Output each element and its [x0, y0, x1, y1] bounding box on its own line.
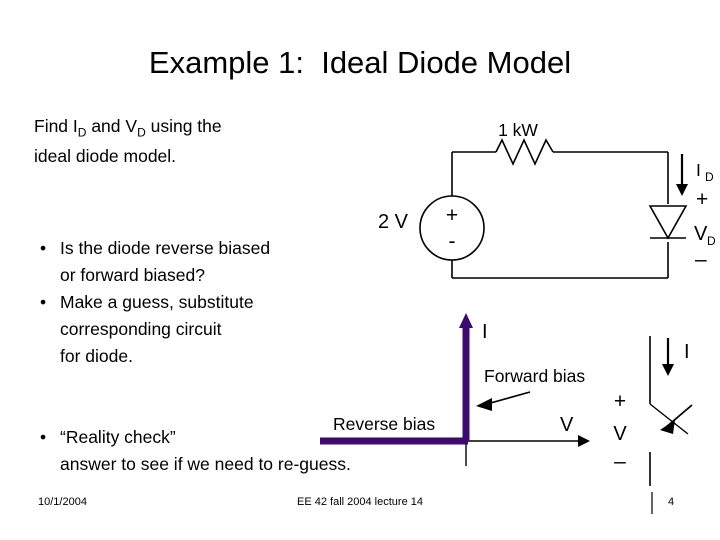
source-plus-label: +: [446, 204, 458, 227]
list-item-line: Is the diode reverse biased: [60, 238, 271, 258]
switch-model-diagram: I + V –: [613, 336, 693, 486]
current-label-subscript: D: [705, 170, 714, 184]
axis-v-label: V: [560, 414, 574, 436]
list-item-line: answer to see if we need to re-guess.: [60, 454, 351, 474]
resistor-symbol: [495, 138, 554, 166]
switch-current-arrow-head: [662, 364, 674, 376]
forward-bias-arrow-shaft: [486, 391, 531, 405]
bullet-list-questions: • Is the diode reverse biased or forward…: [34, 235, 384, 370]
diode-symbol: [648, 205, 688, 240]
list-item-line: Make a guess, substitute: [60, 292, 254, 312]
list-item: • “Reality check”: [34, 424, 464, 451]
switch-plus-label: +: [614, 390, 626, 413]
footer-course-label: EE 42 fall 2004 lecture 14: [297, 496, 423, 508]
list-item: • Make a guess, substitute: [34, 289, 384, 316]
source-minus-label: -: [449, 230, 456, 253]
forward-bias-arrow-head: [476, 398, 492, 411]
bullet-dot-icon: •: [40, 427, 47, 447]
bullet-list-reality-check: • “Reality check” answer to see if we ne…: [34, 424, 464, 478]
diode-plus-label: +: [696, 188, 708, 211]
list-item-line: or forward biased?: [60, 265, 205, 285]
find-text-sub-vd: D: [137, 125, 146, 140]
axis-v-arrowhead: [578, 435, 590, 447]
current-label: I: [696, 160, 701, 180]
forward-bias-label: Forward bias: [484, 366, 585, 386]
bullet-dot-icon: •: [40, 292, 47, 312]
find-text-pre: Find I: [34, 116, 78, 136]
footer-date: 10/1/2004: [38, 496, 87, 508]
switch-current-label: I: [684, 341, 690, 363]
problem-statement: Find ID and VD using the ideal diode mod…: [34, 115, 334, 168]
reverse-bias-label: Reverse bias: [333, 414, 435, 434]
axis-i-arrowhead: [459, 313, 473, 328]
circuit-diagram: 1 kW + - 2 V I D +: [378, 120, 716, 279]
find-text-sub-id: D: [77, 125, 87, 140]
list-item: • Is the diode reverse biased: [34, 235, 384, 262]
switch-voltage-label: V: [613, 423, 627, 445]
find-text-post: using the: [145, 116, 222, 136]
list-item-line: “Reality check”: [60, 427, 176, 447]
find-text-mid: and V: [86, 116, 138, 136]
resistor-label: 1 kW: [498, 120, 538, 140]
voltage-label-subscript: D: [707, 234, 716, 248]
source-value-label: 2 V: [378, 211, 409, 233]
page-title: Example 1: Ideal Diode Model: [148, 45, 572, 80]
iv-characteristic-plot: V I Forward bias Reverse bias: [320, 313, 590, 466]
current-arrow-head: [676, 184, 688, 196]
switch-arrow-head: [660, 420, 675, 434]
bullet-dot-icon: •: [40, 238, 47, 258]
axis-i-label: I: [482, 321, 488, 343]
switch-blade: [649, 403, 689, 435]
diode-minus-label: –: [695, 248, 707, 271]
list-item-line: for diode.: [60, 346, 133, 366]
footer-page-number: 4: [668, 496, 675, 508]
list-item-line: corresponding circuit: [60, 319, 222, 339]
problem-statement-line1: Find ID and VD using the: [34, 116, 222, 140]
voltage-label: V: [694, 223, 708, 245]
switch-minus-label: –: [614, 450, 626, 473]
problem-statement-line2: ideal diode model.: [34, 145, 177, 166]
